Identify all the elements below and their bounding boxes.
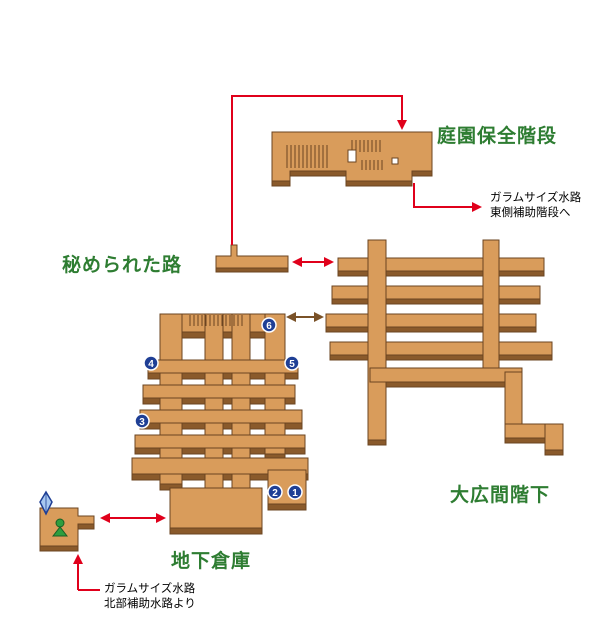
label-garden-stairs: 庭園保全階段 xyxy=(437,125,558,147)
marker-4-number: 4 xyxy=(148,359,154,370)
marker-2-number: 2 xyxy=(272,488,278,499)
label-basement-storage: 地下倉庫 xyxy=(171,550,252,572)
route-secret-to-garden xyxy=(231,95,407,245)
garden-stairs-floor xyxy=(271,131,433,187)
marker-6[interactable]: 6 xyxy=(261,317,277,333)
entry-room-floor xyxy=(39,507,95,552)
great-hall-floor xyxy=(325,239,564,456)
note-east-stairs-line-1: ガラムサイズ水路 xyxy=(490,190,582,204)
label-secret-path: 秘められた路 xyxy=(62,254,183,276)
marker-3[interactable]: 3 xyxy=(134,413,150,429)
route-arrows xyxy=(73,95,482,590)
note-east-stairs: ガラムサイズ水路 東側補助階段へ xyxy=(490,190,581,220)
marker-3-number: 3 xyxy=(139,417,145,428)
label-great-hall-below: 大広間階下 xyxy=(450,484,551,506)
marker-6-number: 6 xyxy=(266,321,272,332)
note-east-stairs-line-2: 東側補助階段へ xyxy=(490,205,571,219)
note-north-canal-line-2: 北部補助水路より xyxy=(104,596,196,610)
route-garden-to-east-stairs xyxy=(413,183,482,212)
marker-1[interactable]: 1 xyxy=(287,484,303,500)
save-crystal-icon xyxy=(39,490,53,516)
marker-1-number: 1 xyxy=(292,488,298,499)
marker-5-number: 5 xyxy=(289,359,295,370)
marker-5[interactable]: 5 xyxy=(284,355,300,371)
party-member-icon xyxy=(51,518,69,537)
marker-2[interactable]: 2 xyxy=(267,484,283,500)
marker-4[interactable]: 4 xyxy=(143,355,159,371)
note-north-canal: ガラムサイズ水路 北部補助水路より xyxy=(104,581,196,611)
note-north-canal-line-1: ガラムサイズ水路 xyxy=(104,581,196,595)
secret-path-floor xyxy=(215,244,289,273)
basement-storage-floor xyxy=(131,313,309,535)
